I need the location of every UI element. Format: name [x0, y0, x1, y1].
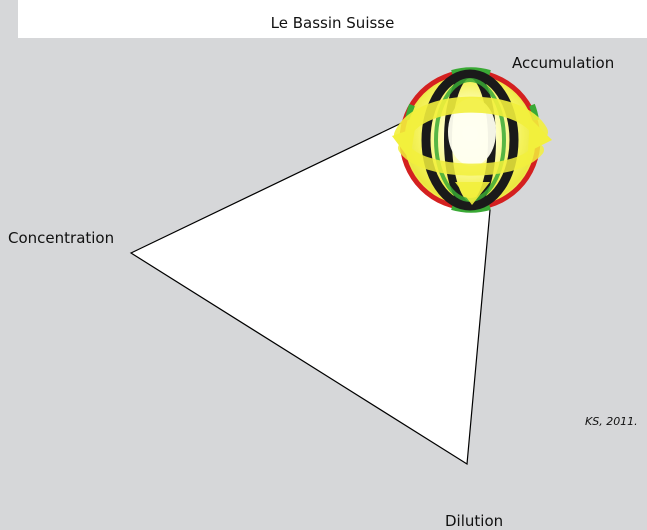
credit-label: KS, 2011. — [585, 415, 638, 428]
vertex-label-accumulation: Accumulation — [512, 54, 614, 72]
vertex-label-dilution: Dilution — [445, 512, 503, 530]
vertex-label-concentration: Concentration — [8, 229, 114, 247]
